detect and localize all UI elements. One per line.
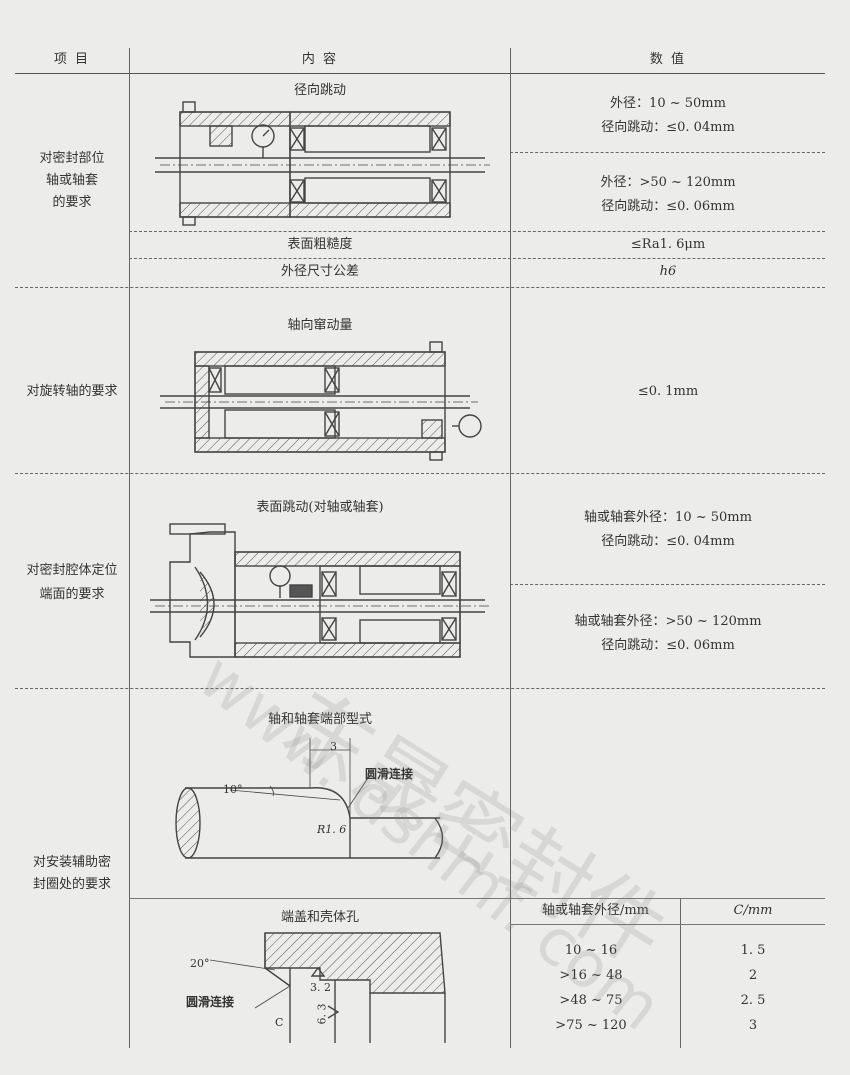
table-cell-diameter: >16 ~ 48 [559, 968, 623, 983]
top-rule [15, 73, 825, 74]
cover-smooth-label: 圆滑连接 [186, 995, 235, 1009]
section3-item-line1: 对密封腔体定位 [26, 563, 118, 578]
shaft-radius-label: R1. 6 [317, 823, 347, 836]
shaft-smooth-label: 圆滑连接 [365, 767, 414, 781]
header-item: 项 目 [53, 52, 91, 67]
s3-value-a-line2: 径向跳动：≤0. 04mm [601, 534, 735, 549]
section1-figure-title: 径向跳动 [293, 83, 346, 98]
section4-item-line2: 封圈处的要求 [32, 877, 111, 892]
section2-item: 对旋转轴的要求 [26, 384, 118, 399]
value-divider-1 [510, 152, 825, 153]
header-content: 内 容 [301, 52, 339, 67]
radial-runout-figure [155, 101, 490, 226]
section-divider-1 [15, 287, 825, 288]
table-header-diameter: 轴或轴套外径/mm [541, 903, 650, 918]
sub-divider-4 [129, 898, 825, 899]
value-b-line2: 径向跳动：≤0. 06mm [601, 199, 735, 214]
shaft-angle-label: 10° [223, 783, 243, 796]
value-divider-3 [510, 584, 825, 585]
section-divider-2 [15, 473, 825, 474]
value-b-line1: 外径：>50 ~ 120mm [600, 175, 736, 190]
face-runout-figure [150, 523, 490, 658]
value-a-line2: 径向跳动：≤0. 04mm [601, 120, 735, 135]
table-cell-diameter: >75 ~ 120 [555, 1018, 627, 1033]
s3-value-b-line2: 径向跳动：≤0. 06mm [601, 638, 735, 653]
table-cell-c: 1. 5 [740, 943, 766, 958]
end-cover-figure [209, 932, 446, 1043]
section3-figure-title: 表面跳动(对轴或轴套) [256, 500, 384, 515]
s3-value-a-line1: 轴或轴套外径：10 ~ 50mm [584, 510, 752, 525]
table-header-c: C/mm [733, 903, 773, 918]
header-value: 数 值 [649, 52, 687, 67]
tolerance-label: 外径尺寸公差 [280, 264, 359, 279]
roughness-label: 表面粗糙度 [287, 237, 353, 252]
section2-figure-title: 轴向窜动量 [287, 318, 353, 333]
table-cell-c: 3 [748, 1018, 758, 1033]
section4-figure1-title: 轴和轴套端部型式 [267, 712, 372, 727]
table-cell-c: 2. 5 [740, 993, 766, 1008]
cover-c-label: C [275, 1016, 284, 1029]
col-divider-4b [510, 898, 511, 1048]
cover-rough2-label: 6. 3 [315, 1003, 329, 1025]
table-header-rule [510, 924, 825, 925]
table-cell-diameter: 10 ~ 16 [564, 943, 618, 958]
col-divider-4c [680, 898, 681, 1048]
cover-rough1-label: 3. 2 [310, 981, 331, 994]
table-cell-diameter: >48 ~ 75 [559, 993, 623, 1008]
value-a-line1: 外径：10 ~ 50mm [610, 96, 726, 111]
section1-item-line1: 对密封部位 [39, 151, 105, 166]
section1-item-line3: 的要求 [52, 195, 92, 210]
shaft-dim-label: 3 [330, 740, 337, 753]
section2-value: ≤0. 1mm [637, 384, 699, 399]
section3-item-line2: 端面的要求 [39, 587, 105, 602]
section4-figure2-title: 端盖和壳体孔 [280, 910, 359, 925]
table-cell-c: 2 [748, 968, 758, 983]
shaft-end-figure [175, 738, 444, 859]
section4-item-line1: 对安装辅助密 [32, 855, 111, 870]
cover-angle-label: 20° [190, 957, 210, 970]
axial-play-figure [160, 341, 482, 461]
roughness-value: ≤Ra1. 6μm [630, 237, 706, 252]
s3-value-b-line1: 轴或轴套外径：>50 ~ 120mm [574, 614, 762, 629]
tolerance-value: h6 [659, 264, 677, 279]
col-divider-1 [129, 48, 130, 1048]
section1-item-line2: 轴或轴套 [45, 173, 98, 188]
row-divider-roughness [129, 231, 825, 232]
section-divider-3 [15, 688, 825, 689]
row-divider-tolerance [129, 258, 825, 259]
